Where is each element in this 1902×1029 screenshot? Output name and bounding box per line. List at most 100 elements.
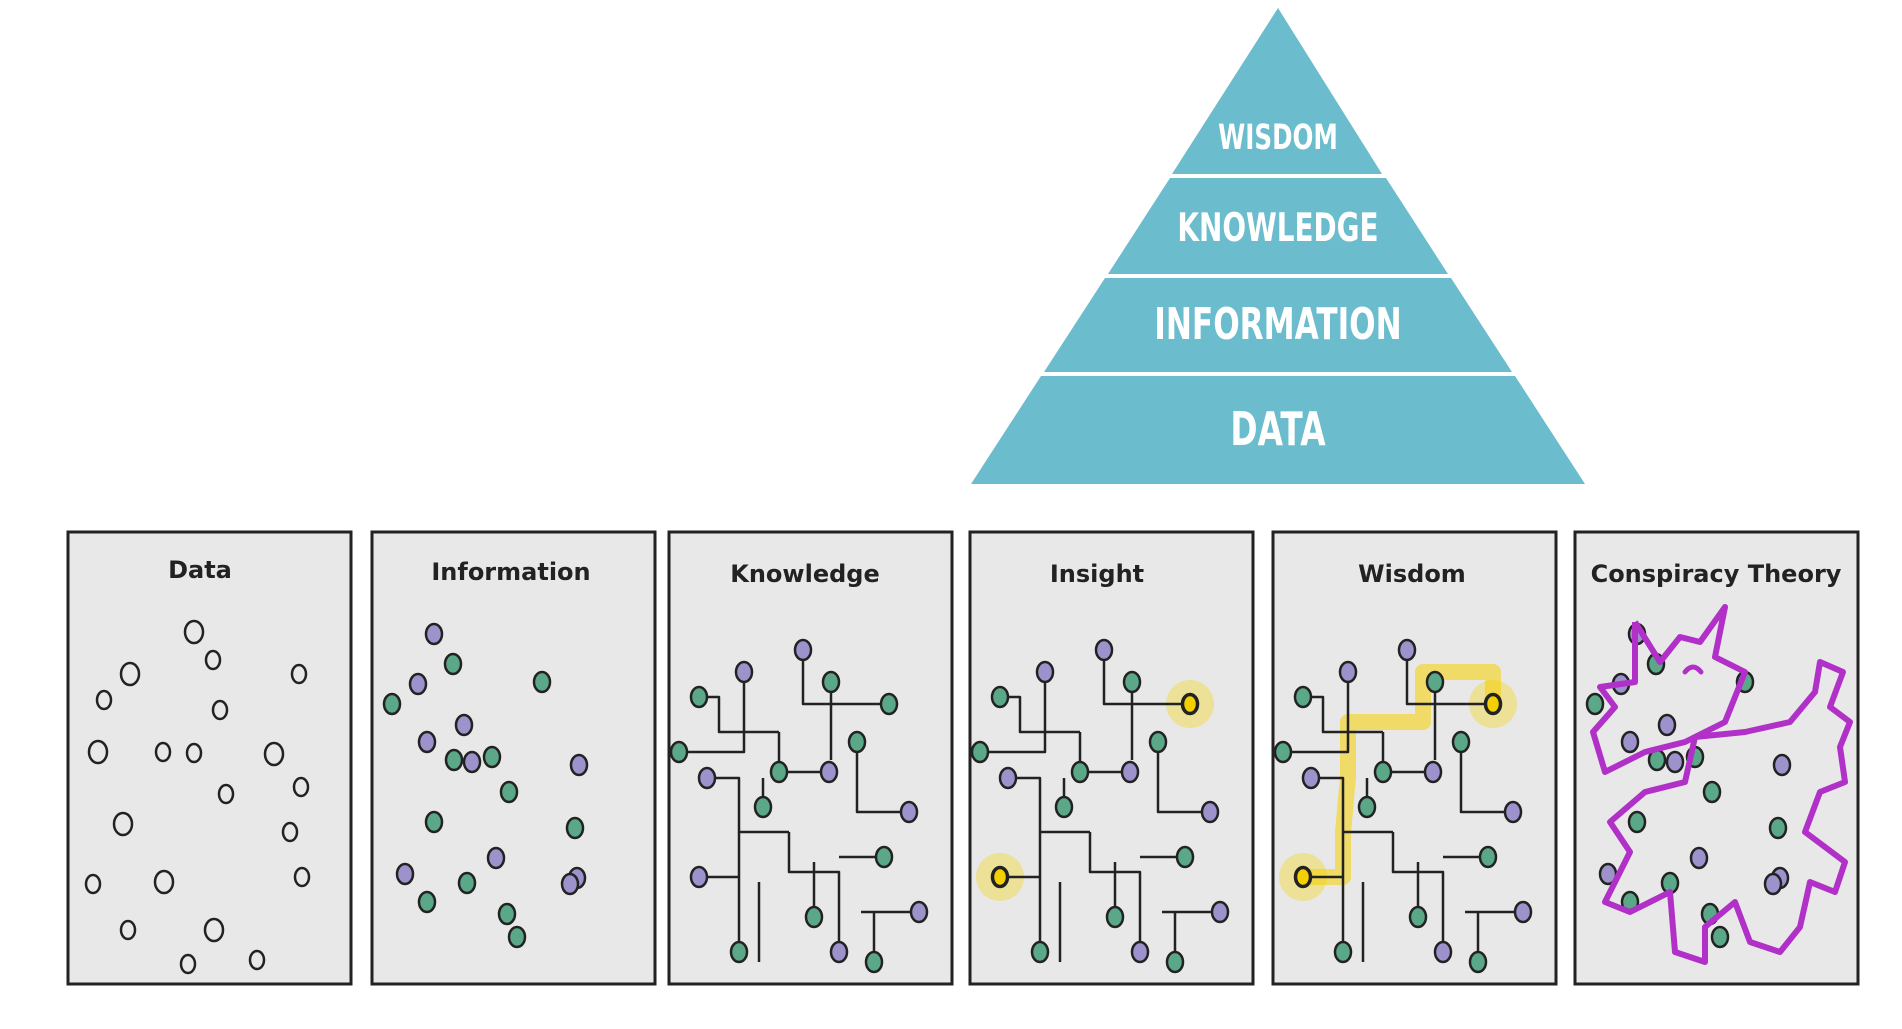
node <box>211 699 229 721</box>
connector-line <box>855 742 909 814</box>
connector-line <box>980 704 1047 754</box>
node <box>179 953 197 975</box>
node <box>565 816 585 840</box>
node <box>1165 950 1185 974</box>
node <box>1273 740 1293 764</box>
node <box>1120 760 1140 784</box>
node <box>1484 693 1502 715</box>
node <box>1105 905 1125 929</box>
node <box>119 919 137 941</box>
node <box>1710 925 1730 949</box>
node <box>1301 766 1321 790</box>
panel-content <box>669 638 929 974</box>
connector-line <box>1311 776 1393 834</box>
unicorn-body-outline <box>1602 659 1853 965</box>
node <box>408 672 428 696</box>
node <box>1054 795 1074 819</box>
node <box>217 783 235 805</box>
panel-frame <box>66 530 353 986</box>
node <box>185 742 203 764</box>
node <box>1148 730 1168 754</box>
node <box>1478 845 1498 869</box>
panel-wisdom: Wisdom <box>1271 530 1558 986</box>
node <box>560 872 580 896</box>
node <box>507 925 527 949</box>
node <box>1772 753 1792 777</box>
node <box>499 780 519 804</box>
connector-line <box>801 650 889 706</box>
node <box>1408 905 1428 929</box>
node <box>1030 940 1050 964</box>
node <box>1122 670 1142 694</box>
connector-line <box>1008 776 1090 834</box>
node <box>204 649 222 671</box>
node <box>1423 760 1443 784</box>
panel-title: Knowledge <box>730 560 879 588</box>
node <box>804 905 824 929</box>
panel-data: Data <box>66 530 353 986</box>
panel-content <box>1585 604 1853 965</box>
node <box>1513 900 1533 924</box>
node <box>734 660 754 684</box>
node <box>444 748 464 772</box>
pyramid-label-information: INFORMATION <box>1154 299 1401 350</box>
node <box>290 663 308 685</box>
node <box>486 846 506 870</box>
node <box>998 766 1018 790</box>
node <box>382 692 402 716</box>
panel-title: Conspiracy Theory <box>1591 560 1842 588</box>
node <box>1294 866 1312 888</box>
connector-line <box>1405 650 1493 706</box>
node <box>1338 660 1358 684</box>
node <box>1035 660 1055 684</box>
node <box>87 739 109 765</box>
node <box>203 917 225 943</box>
node <box>183 619 205 645</box>
node <box>1585 692 1605 716</box>
panel-title: Information <box>431 558 590 586</box>
node <box>457 871 477 895</box>
node <box>1433 940 1453 964</box>
node <box>1333 940 1353 964</box>
node <box>154 741 172 763</box>
node <box>697 766 717 790</box>
connector-line <box>1000 695 1080 734</box>
node <box>1665 750 1685 774</box>
node <box>263 741 285 767</box>
node <box>1293 685 1313 709</box>
node <box>1468 950 1488 974</box>
connector-line <box>707 776 789 834</box>
node <box>793 638 813 662</box>
node <box>1397 638 1417 662</box>
node <box>1768 816 1788 840</box>
node <box>1373 760 1393 784</box>
node <box>909 900 929 924</box>
node <box>821 670 841 694</box>
node <box>532 670 552 694</box>
node <box>462 750 482 774</box>
node <box>424 810 444 834</box>
connector-line <box>1303 695 1383 734</box>
panel-title: Wisdom <box>1358 560 1466 588</box>
unicorn-eye <box>1682 664 1704 675</box>
pyramid-level-knowledge <box>1108 178 1448 274</box>
connector-line <box>679 704 746 754</box>
pyramid-label-knowledge: KNOWLEDGE <box>1177 205 1378 251</box>
node <box>1210 900 1230 924</box>
panel-content <box>84 619 311 975</box>
node <box>729 940 749 964</box>
panel-information: Information <box>370 530 657 986</box>
node <box>1200 800 1220 824</box>
unicorn-head-outline <box>1590 604 1748 775</box>
node <box>1702 780 1722 804</box>
panel-conspiracy-theory: Conspiracy Theory <box>1573 530 1860 986</box>
node <box>990 685 1010 709</box>
panel-knowledge: Knowledge <box>667 530 954 986</box>
pyramid-level-data <box>971 376 1585 484</box>
node <box>879 692 899 716</box>
node <box>753 795 773 819</box>
node <box>395 862 415 886</box>
connector-line <box>1459 742 1513 814</box>
dikw-pyramid: WISDOM KNOWLEDGE INFORMATION DATA <box>971 8 1585 484</box>
